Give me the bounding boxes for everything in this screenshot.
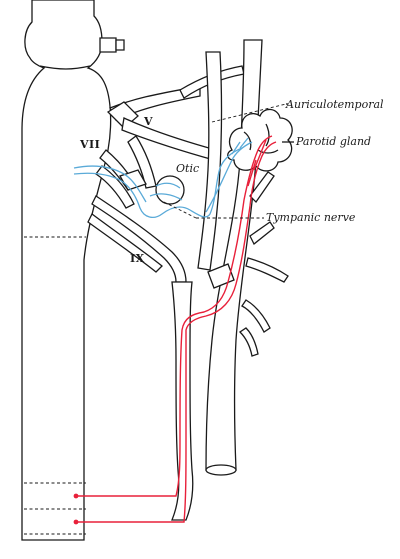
otic-ganglion: [155, 175, 185, 205]
red-dot-upper: [73, 493, 79, 499]
red-fibers: [73, 135, 277, 525]
label-auriculotemporal: Auriculotemporal: [285, 98, 384, 111]
trigeminal-nerve: [106, 65, 245, 189]
brainstem-spinal-cord: [21, 0, 125, 541]
label-tympanic-nerve: Tympanic nerve: [266, 211, 356, 224]
label-nerve-vii: VII: [79, 138, 100, 151]
label-parotid-gland: Parotid gland: [295, 135, 371, 148]
label-otic: Otic: [176, 162, 199, 175]
label-nerve-ix: IX: [130, 252, 145, 265]
glossopharyngeal-nerve: [87, 195, 194, 521]
mandibular-trunks: [197, 39, 289, 476]
label-nerve-v: V: [143, 115, 153, 128]
red-dot-lower: [73, 519, 79, 525]
leader-auriculotemporal: [211, 103, 287, 123]
leader-tympanic-a: [163, 201, 197, 219]
parotid-gland: [227, 108, 293, 172]
facial-nerve: [95, 149, 147, 209]
